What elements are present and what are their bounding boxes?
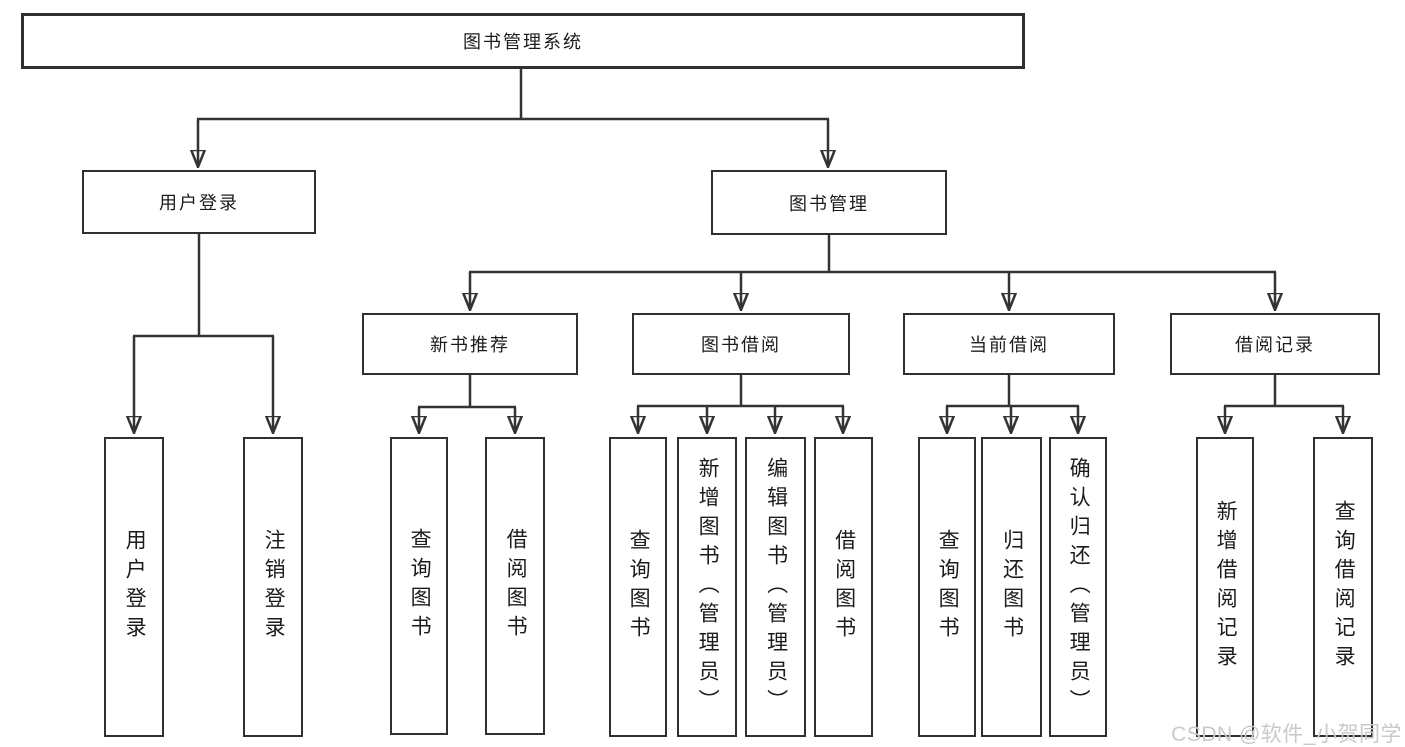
leaf-user-login: 用户登录 <box>104 437 164 737</box>
leaf-borrow-books-label: 借阅图书 <box>832 529 856 645</box>
leaf-query-books-recommend-label: 查询图书 <box>408 528 432 644</box>
node-new-book-recommend-label: 新书推荐 <box>430 335 510 355</box>
leaf-add-books-admin-label: 新增图书（管理员） <box>696 456 720 718</box>
leaf-query-books-borrow-label: 查询图书 <box>627 529 651 645</box>
node-current-borrowing-label: 当前借阅 <box>969 335 1049 355</box>
leaf-query-borrow-record-label: 查询借阅记录 <box>1332 500 1356 674</box>
node-book-borrowing-label: 图书借阅 <box>701 335 781 355</box>
leaf-query-books-current-label: 查询图书 <box>936 529 960 645</box>
node-user-login: 用户登录 <box>82 170 316 234</box>
leaf-query-books-recommend: 查询图书 <box>390 437 448 735</box>
node-book-borrowing: 图书借阅 <box>632 313 850 375</box>
leaf-query-books-current: 查询图书 <box>918 437 976 737</box>
node-book-management-label: 图书管理 <box>789 193 869 214</box>
leaf-return-books-label: 归还图书 <box>1000 529 1024 645</box>
leaf-query-books-borrow: 查询图书 <box>609 437 667 737</box>
leaf-query-borrow-record: 查询借阅记录 <box>1313 437 1373 737</box>
node-root: 图书管理系统 <box>21 13 1025 69</box>
node-book-management: 图书管理 <box>711 170 947 235</box>
leaf-edit-books-admin: 编辑图书（管理员） <box>745 437 806 737</box>
node-current-borrowing: 当前借阅 <box>903 313 1115 375</box>
node-borrowing-records: 借阅记录 <box>1170 313 1380 375</box>
leaf-user-login-label: 用户登录 <box>123 529 147 645</box>
leaf-add-borrow-record-label: 新增借阅记录 <box>1214 500 1238 674</box>
node-root-label: 图书管理系统 <box>463 32 583 52</box>
leaf-confirm-return-admin-label: 确认归还（管理员） <box>1067 456 1091 718</box>
node-borrowing-records-label: 借阅记录 <box>1235 335 1315 355</box>
leaf-add-borrow-record: 新增借阅记录 <box>1196 437 1254 737</box>
leaf-confirm-return-admin: 确认归还（管理员） <box>1049 437 1107 737</box>
watermark: CSDN @软件_小贺同学 <box>1171 723 1402 746</box>
node-user-login-label: 用户登录 <box>159 193 239 213</box>
leaf-logout: 注销登录 <box>243 437 303 737</box>
leaf-add-books-admin: 新增图书（管理员） <box>677 437 737 737</box>
leaf-borrow-books-recommend-label: 借阅图书 <box>504 528 528 644</box>
node-new-book-recommend: 新书推荐 <box>362 313 578 375</box>
leaf-borrow-books: 借阅图书 <box>814 437 873 737</box>
leaf-edit-books-admin-label: 编辑图书（管理员） <box>764 456 788 718</box>
leaf-logout-label: 注销登录 <box>262 529 286 645</box>
leaf-return-books: 归还图书 <box>981 437 1042 737</box>
leaf-borrow-books-recommend: 借阅图书 <box>485 437 545 735</box>
